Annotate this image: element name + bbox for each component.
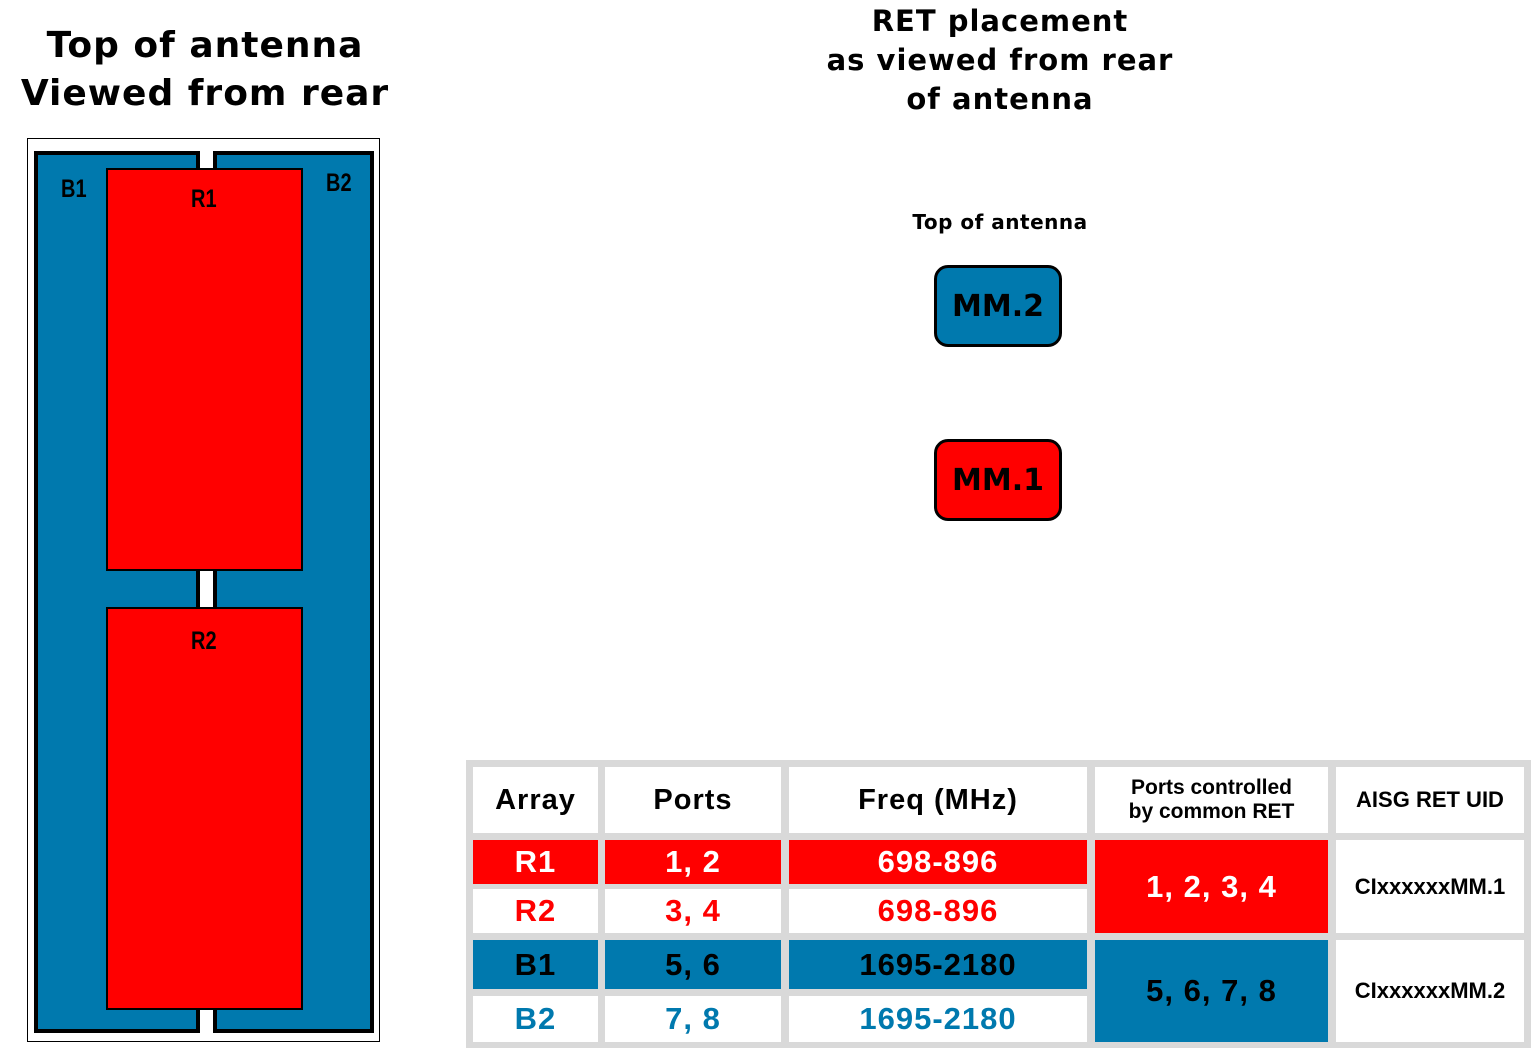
header-common-line1: Ports controlled bbox=[1130, 776, 1293, 799]
left-title: Top of antenna Viewed from rear bbox=[0, 22, 410, 118]
label-b1: B1 bbox=[61, 175, 87, 203]
header-freq: Freq (MHz) bbox=[789, 767, 1087, 833]
row-b2-freq: 1695-2180 bbox=[789, 996, 1087, 1042]
left-title-line2: Viewed from rear bbox=[20, 73, 390, 114]
ret-mm1-label: MM.1 bbox=[952, 462, 1044, 498]
header-array: Array bbox=[473, 767, 598, 833]
label-r2: R2 bbox=[191, 627, 217, 655]
row-b1-array: B1 bbox=[473, 940, 598, 989]
ret-top-label: Top of antenna bbox=[912, 210, 1088, 234]
right-title-line1: RET placement bbox=[871, 4, 1129, 38]
row-r1-freq: 698-896 bbox=[789, 840, 1087, 884]
array-r2 bbox=[106, 607, 303, 1010]
ret-mm2-label: MM.2 bbox=[952, 288, 1044, 324]
row-r2-array: R2 bbox=[473, 889, 598, 933]
ret-mm2-box: MM.2 bbox=[934, 265, 1062, 347]
header-ports: Ports bbox=[605, 767, 781, 833]
header-common-ret: Ports controlled by common RET bbox=[1095, 767, 1328, 833]
antenna-diagram: B1 B2 R1 R2 bbox=[27, 138, 380, 1042]
array-r1 bbox=[106, 168, 303, 571]
group2-uid: CIxxxxxxMM.2 bbox=[1336, 940, 1524, 1042]
right-title: RET placement as viewed from rear of ant… bbox=[790, 2, 1210, 119]
right-title-line2: as viewed from rear bbox=[826, 43, 1174, 77]
row-b2-ports: 7, 8 bbox=[605, 996, 781, 1042]
row-r1-ports: 1, 2 bbox=[605, 840, 781, 884]
row-r1-array: R1 bbox=[473, 840, 598, 884]
label-b2: B2 bbox=[326, 169, 352, 197]
row-r2-ports: 3, 4 bbox=[605, 889, 781, 933]
row-b2-array: B2 bbox=[473, 996, 598, 1042]
header-uid: AISG RET UID bbox=[1336, 767, 1524, 833]
header-common-line2: by common RET bbox=[1128, 800, 1295, 823]
group1-common-ports: 1, 2, 3, 4 bbox=[1095, 840, 1328, 933]
label-r1: R1 bbox=[191, 185, 217, 213]
ret-mm1-box: MM.1 bbox=[934, 439, 1062, 521]
group1-uid: CIxxxxxxMM.1 bbox=[1336, 840, 1524, 933]
row-b1-ports: 5, 6 bbox=[605, 940, 781, 989]
group2-common-ports: 5, 6, 7, 8 bbox=[1095, 940, 1328, 1042]
row-b1-freq: 1695-2180 bbox=[789, 940, 1087, 989]
left-title-line1: Top of antenna bbox=[46, 25, 364, 66]
right-title-line3: of antenna bbox=[906, 82, 1094, 116]
row-r2-freq: 698-896 bbox=[789, 889, 1087, 933]
